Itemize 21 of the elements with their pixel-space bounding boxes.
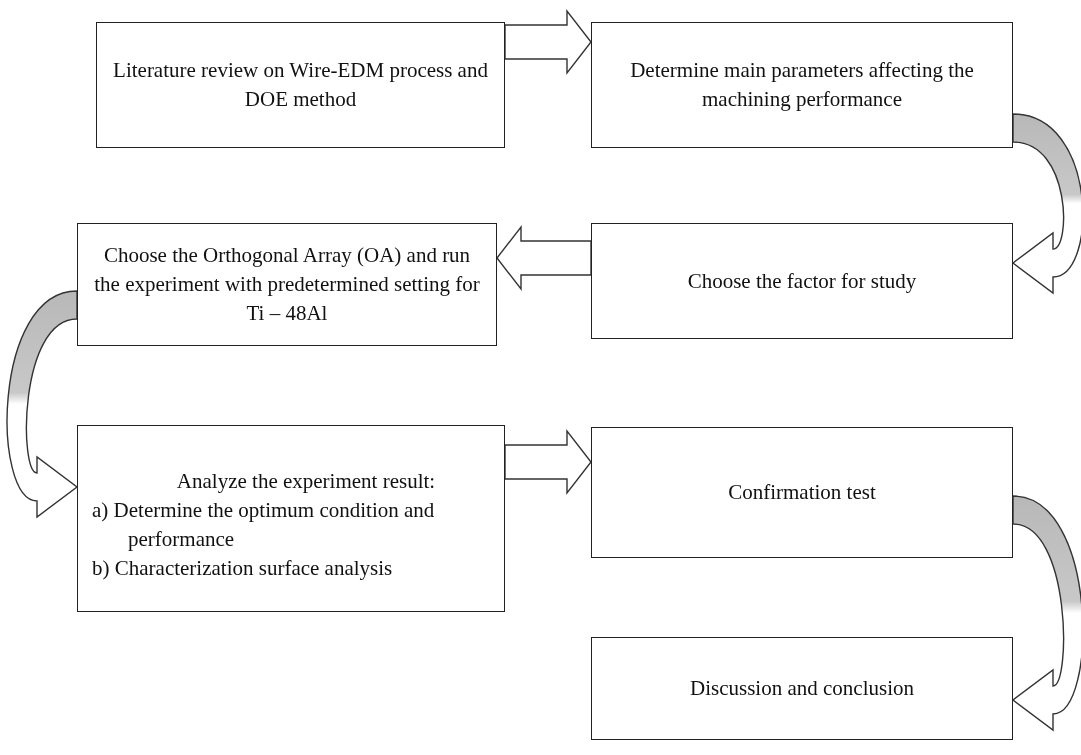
step-text: Literature review on Wire-EDM process and DOE method: [112, 57, 489, 113]
step-text: Determine main parameters affecting the machining performance: [629, 57, 975, 113]
process-box: [591, 637, 1013, 740]
curved-arrow: [6, 290, 78, 518]
step-text: Discussion and conclusion: [689, 675, 915, 702]
step-text: Confirmation test: [727, 479, 877, 506]
block-arrow: [504, 8, 592, 76]
process-box: [591, 22, 1013, 148]
block-arrow: [496, 224, 592, 292]
curved-arrow: [1012, 495, 1081, 731]
process-box: [591, 427, 1013, 558]
process-box: [591, 223, 1013, 339]
step-text: Analyze the experiment result:: [175, 467, 437, 495]
curved-arrow: [1012, 113, 1081, 294]
step-text: Choose the factor for study: [686, 267, 918, 295]
process-box: [77, 223, 497, 346]
list-item: b) Characterization surface analysis: [92, 554, 394, 582]
block-arrow: [504, 428, 592, 496]
step-text: Choose the Orthogonal Array (OA) and run the experiment with predetermined setting for Ti – 48Al: [93, 242, 481, 327]
process-box: [77, 425, 505, 612]
process-box: [96, 22, 505, 148]
